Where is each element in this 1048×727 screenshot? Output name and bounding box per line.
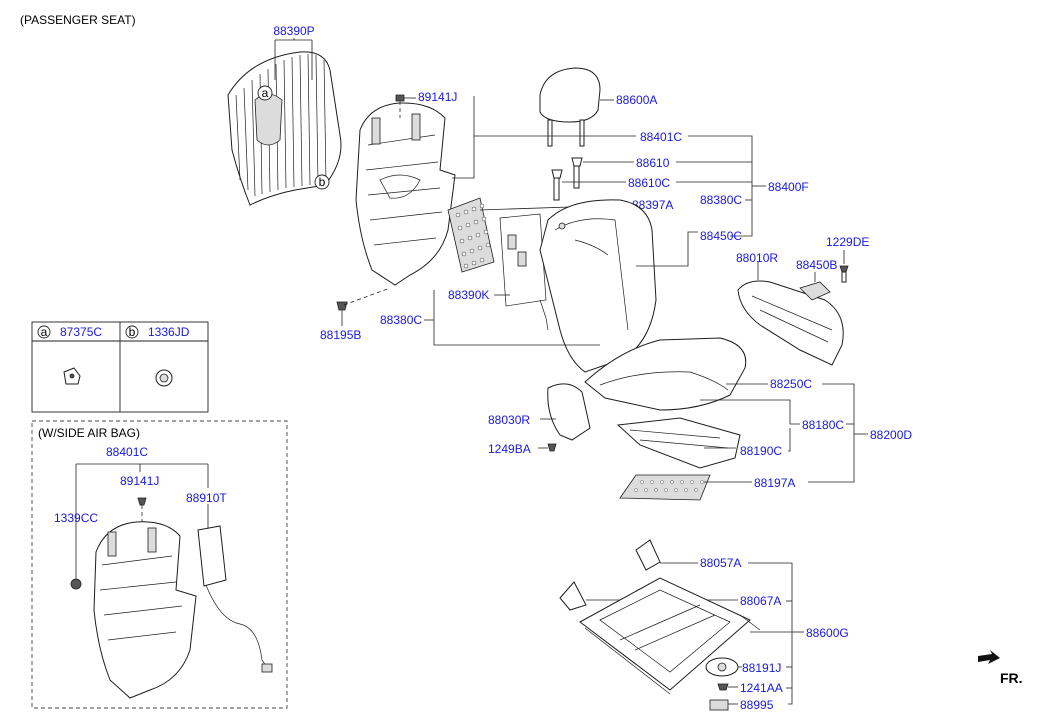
callout-a-marker — [257, 85, 273, 101]
inset-label-88401C: 88401C — [106, 445, 148, 459]
headrest-guide-88610C — [551, 169, 563, 201]
label-88600G: 88600G — [806, 626, 849, 640]
seat-track-88600G — [579, 577, 761, 695]
bolt-89141J — [395, 94, 405, 102]
seat-back-frame — [355, 102, 456, 286]
seat-mat-88197A — [619, 474, 711, 501]
bolt-88195B — [336, 301, 348, 311]
inset-label-88910T: 88910T — [186, 491, 227, 505]
callout-b-marker — [314, 174, 330, 190]
label-88191J: 88191J — [742, 661, 781, 675]
label-88401C: 88401C — [640, 130, 682, 144]
label-88600A: 88600A — [616, 93, 657, 107]
grommet-1336JD — [155, 369, 173, 387]
label-88397A: 88397A — [632, 198, 673, 212]
inset-label-89141J: 89141J — [120, 474, 159, 488]
screw-1229DE — [839, 265, 849, 283]
inset-bolt-89141J — [137, 497, 147, 506]
label-88380C-lower: 88380C — [380, 313, 422, 327]
headrest-88600A — [539, 67, 601, 147]
label-88030R: 88030R — [488, 413, 530, 427]
inset-nut-1339CC — [70, 578, 82, 590]
label-1249BA: 1249BA — [488, 442, 531, 456]
label-88190C: 88190C — [740, 444, 782, 458]
label-88057A: 88057A — [700, 556, 741, 570]
legend-table — [31, 321, 209, 413]
label-88180C: 88180C — [802, 418, 844, 432]
cushion-pad-88180C — [616, 417, 741, 469]
legend-a-letter: a — [41, 325, 48, 339]
front-direction-arrow-icon — [978, 650, 1000, 664]
label-1229DE: 1229DE — [826, 235, 869, 249]
inset-frame-airbag — [93, 521, 197, 699]
label-88380C-upper: 88380C — [700, 193, 742, 207]
lumbar-wiring-88390K — [499, 213, 549, 331]
label-88390K: 88390K — [448, 288, 489, 302]
legend-b-letter: b — [129, 325, 136, 339]
legend-a-part: 87375C — [60, 325, 102, 339]
callout-a-letter: a — [262, 86, 269, 100]
label-88400F: 88400F — [768, 180, 809, 194]
seat-back-cover-88390P — [227, 51, 342, 206]
lumbar-support-88397A — [447, 197, 495, 273]
label-88450C: 88450C — [700, 229, 742, 243]
headrest-guide-88610 — [571, 157, 583, 189]
diagram-title: (PASSENGER SEAT) — [20, 13, 136, 27]
label-88450B: 88450B — [796, 258, 837, 272]
side-cover-88450B — [799, 281, 831, 301]
direction-label: FR. — [1000, 670, 1023, 686]
label-1241AA: 1241AA — [740, 681, 783, 695]
airbag-inset-border — [31, 420, 288, 709]
callout-b-letter: b — [319, 175, 326, 189]
seat-cushion-88250C — [584, 337, 747, 411]
label-89141J: 89141J — [418, 90, 457, 104]
screw-1241AA — [717, 683, 729, 691]
side-shield-88010R — [737, 280, 844, 366]
label-88610: 88610 — [636, 156, 670, 170]
label-88995: 88995 — [740, 698, 774, 712]
legend-a-marker — [37, 325, 51, 339]
label-88250C: 88250C — [770, 377, 812, 391]
legend-b-part: 1336JD — [148, 325, 190, 339]
label-88195B: 88195B — [320, 328, 361, 342]
clip-87375C — [63, 367, 81, 385]
motor-88191J — [705, 657, 739, 677]
bracket-88057A — [635, 539, 661, 571]
side-cover-88030R — [547, 383, 591, 441]
screw-1249BA — [547, 443, 557, 452]
legend-b-marker — [125, 325, 139, 339]
label-88390P: 88390P — [273, 24, 314, 38]
inset-label-1339CC: 1339CC — [54, 511, 98, 525]
label-88067A: 88067A — [740, 594, 781, 608]
label-88197A: 88197A — [754, 476, 795, 490]
inset-airbag-module-88910T — [197, 525, 273, 673]
label-88610C: 88610C — [628, 176, 670, 190]
connector-88995 — [709, 699, 729, 711]
seat-back-cushion — [539, 199, 657, 373]
inset-title: (W/SIDE AIR BAG) — [38, 426, 140, 440]
label-88010R: 88010R — [736, 251, 778, 265]
bracket-88067A — [559, 581, 587, 611]
label-88200D: 88200D — [870, 428, 912, 442]
